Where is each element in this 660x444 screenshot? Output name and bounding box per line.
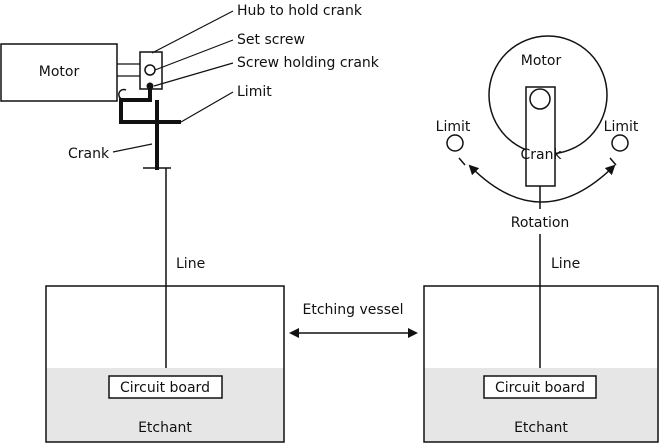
line-label-right: Line [551,256,580,272]
crank-leader-side [112,143,153,153]
motor-box-side [0,43,118,102]
circuit-board-label-right: Circuit board [495,380,585,396]
motor-label-side: Motor [39,64,80,80]
limit-tick-left [458,157,466,166]
rotation-arrow [468,164,616,203]
limit-label-left: Limit [436,119,471,135]
set-screw-label: Set screw [237,32,305,48]
limit-stop-right [611,134,629,152]
etching-vessel-label: Etching vessel [303,302,404,318]
etchant-label-left: Etchant [138,420,192,436]
limit-label-side: Limit [237,84,272,100]
limit-label-right: Limit [604,119,639,135]
screw-holding-crank-leader [153,62,234,87]
crank-arm [119,86,181,124]
line-label-left: Line [176,256,205,272]
rotation-label: Rotation [511,215,570,231]
circuit-board-left [108,375,223,399]
hub-label: Hub to hold crank [237,3,363,19]
hub-front [529,88,551,110]
hub-leader [151,10,234,54]
motor-label-front: Motor [521,53,562,69]
side-view: Motor Hub to hold crank Set screw Screw … [0,3,380,443]
front-view: Motor Crank Limit Limit Rotation Line Ci… [423,35,659,443]
crank-label-front: Crank [520,147,562,163]
etching-vessel-left [45,285,285,443]
crank-label-side: Crank [68,146,110,162]
limit-tick-right [609,157,617,166]
screw-holding-crank-label: Screw holding crank [237,55,380,71]
etchant-label-right: Etchant [514,420,568,436]
vessel-callout: Etching vessel [289,302,418,338]
circuit-board-label-left: Circuit board [120,380,210,396]
etching-vessel-right [423,285,659,443]
set-screw-leader [154,39,234,71]
limit-stop-left [446,134,464,152]
limit-leader-side [180,91,234,123]
circuit-board-right [483,375,597,399]
